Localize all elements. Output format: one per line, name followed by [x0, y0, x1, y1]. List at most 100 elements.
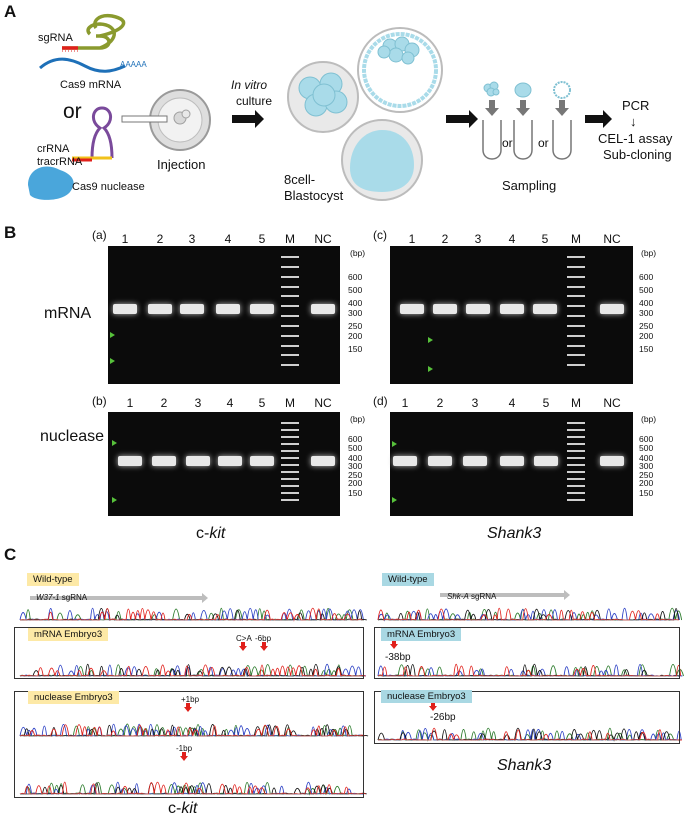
ladder-band — [567, 285, 585, 288]
ladder-band — [281, 275, 299, 278]
bp-tick-label: 600 — [348, 433, 363, 444]
crrna-label: crRNA — [37, 143, 70, 155]
gel-lane-label: 2 — [441, 232, 449, 246]
gel-band — [148, 303, 172, 314]
ladder-band — [281, 324, 299, 327]
bp-unit: (bp) — [350, 414, 366, 424]
cleavage-band-arrow — [110, 332, 115, 338]
gel-a-id: (a) — [92, 228, 107, 242]
or-label-1: or — [63, 100, 82, 123]
ladder-band — [281, 464, 299, 466]
cleavage-band-arrow — [428, 337, 433, 343]
ladder-band — [567, 422, 585, 424]
cas9-nuclease-label: Cas9 nuclease — [72, 181, 145, 193]
gel-lane-label: 2 — [160, 396, 168, 410]
gel-band — [533, 303, 557, 314]
gel-band — [218, 455, 242, 466]
gel-band — [250, 303, 274, 314]
row-label-nuclease: nuclease — [40, 428, 105, 445]
gel-band — [393, 455, 417, 466]
gel-lane-label: M — [285, 232, 295, 246]
gel-lane-label: 3 — [194, 396, 202, 410]
ladder-band — [281, 429, 299, 431]
ladder-band — [281, 295, 299, 298]
ladder-band — [567, 315, 585, 317]
ladder-band — [567, 344, 585, 347]
bp-tick-label: 150 — [639, 487, 654, 498]
ladder-band — [567, 457, 585, 459]
shank-sgrna-label: Shk-A sgRNA — [447, 592, 496, 601]
gel-lane-label: 1 — [408, 232, 416, 246]
ladder-band — [281, 485, 299, 487]
ladder-band — [281, 364, 299, 367]
ladder-band — [567, 305, 585, 308]
gel-lane-label: 1 — [126, 396, 134, 410]
ladder-band — [281, 334, 299, 337]
bp-tick-label: 150 — [348, 487, 363, 498]
shank-nuc-mut: -26bp — [430, 712, 456, 723]
bp-tick-label: 250 — [348, 470, 363, 481]
ladder-band — [567, 275, 585, 278]
ckit-nuclease-box — [14, 691, 364, 798]
gel-lane-label: 1 — [121, 232, 129, 246]
bp-tick-label: 300 — [348, 308, 363, 318]
gel-band — [311, 455, 335, 466]
cleavage-band-arrow — [112, 440, 117, 446]
ladder-band — [567, 450, 585, 452]
bp-tick-label: 500 — [639, 285, 654, 295]
cel1-label: CEL-1 assay — [598, 131, 673, 146]
gel-band — [428, 455, 452, 466]
cas9-mrna-shape — [39, 57, 126, 73]
gel-lane-label: M — [285, 396, 295, 410]
panel-label-a: A — [4, 2, 17, 21]
cas9-mrna-label: Cas9 mRNA — [60, 79, 122, 91]
gel-band — [180, 303, 204, 314]
gel-lane-label: NC — [603, 232, 621, 246]
ladder-band — [567, 499, 585, 501]
bp-tick-label: 250 — [639, 321, 654, 331]
blastocyst-label: Blastocyst — [284, 188, 344, 203]
ladder-band — [567, 471, 585, 473]
panel-label-c: C — [4, 545, 17, 564]
shank-sgrna-arrow — [440, 590, 570, 600]
ladder-band — [281, 457, 299, 459]
bp-tick-label: 150 — [639, 344, 654, 354]
ladder-band — [567, 334, 585, 337]
eight-cell-label: 8cell- — [284, 172, 316, 187]
row-label-mrna: mRNA — [44, 305, 92, 322]
shank-nuclease-box — [374, 691, 680, 744]
gel-lane-label: 4 — [508, 396, 516, 410]
cleavage-band-arrow — [112, 497, 117, 503]
gel-band — [600, 455, 624, 466]
bp-tick-label: 200 — [348, 478, 363, 489]
ladder-band — [281, 344, 299, 347]
cleavage-band-arrow — [428, 366, 433, 372]
shank-sgrna-suffix: sgRNA — [468, 592, 497, 601]
subcloning-label: Sub-cloning — [603, 147, 672, 162]
ladder-band — [567, 354, 585, 357]
panel-a-illustration — [28, 13, 612, 201]
gel-lane-label: 5 — [541, 232, 549, 246]
gel-band — [216, 303, 240, 314]
ladder-band — [281, 354, 299, 357]
ckit-prefix: c- — [168, 800, 182, 817]
gel-lane-label: M — [571, 396, 581, 410]
gel-band — [433, 303, 457, 314]
gel-lane-label: 4 — [226, 396, 234, 410]
ladder-band — [281, 305, 299, 308]
gel-lane-label: 4 — [508, 232, 516, 246]
gel-lane-label: 2 — [156, 232, 164, 246]
ckit-nuc-mut1-arrow — [184, 703, 192, 712]
ladder-band — [567, 429, 585, 431]
ladder-band — [281, 315, 299, 317]
ladder-band — [281, 285, 299, 288]
ladder-band — [281, 492, 299, 494]
gel-lane-label: 5 — [258, 396, 266, 410]
ladder-band — [281, 422, 299, 424]
ladder-band — [567, 443, 585, 445]
poly-a-label: AAAAA — [120, 60, 147, 69]
shank-nuclease-tag: nuclease Embryo3 — [381, 690, 472, 703]
bp-tick-label: 200 — [639, 331, 654, 341]
gene-prefix: c- — [196, 525, 210, 542]
